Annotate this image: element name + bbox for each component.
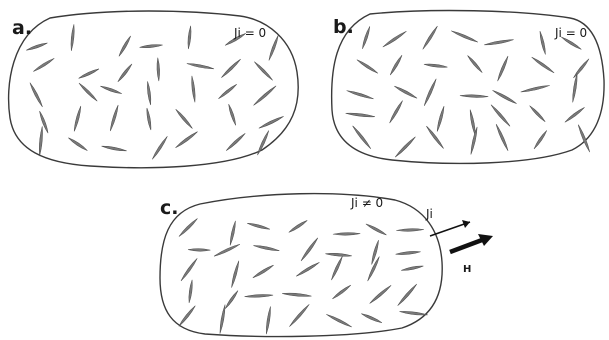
panel-b-current-label: Ji = 0 bbox=[554, 26, 587, 40]
current-arrow-label: Ji bbox=[425, 207, 433, 221]
panel-c-current-label: Ji ≠ 0 bbox=[350, 196, 383, 210]
panel-a-letter: a. bbox=[12, 17, 32, 39]
field-arrow-icon bbox=[450, 240, 482, 252]
panel-a-current-label: Ji = 0 bbox=[233, 26, 266, 40]
panel-c: c. Ji ≠ 0 Ji H bbox=[160, 194, 493, 337]
panel-b: b. Ji = 0 bbox=[332, 11, 604, 164]
panel-c-letter: c. bbox=[160, 197, 178, 219]
field-arrow-label: H bbox=[463, 264, 471, 275]
panel-b-letter: b. bbox=[333, 16, 354, 38]
panel-a: a. Ji = 0 bbox=[9, 11, 299, 168]
